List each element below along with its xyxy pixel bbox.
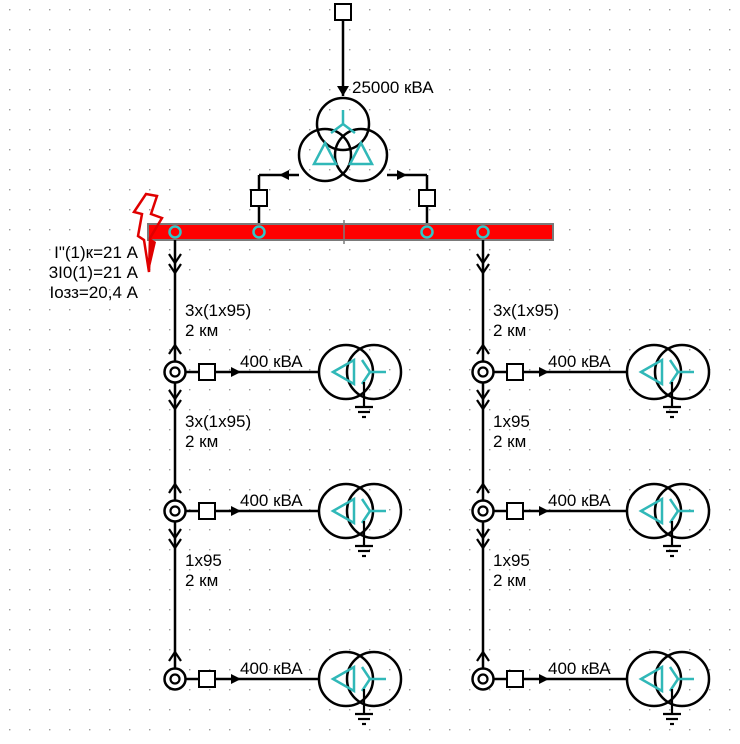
load-power-label: 400 кВА — [240, 659, 303, 678]
arrow-down-icon — [476, 253, 490, 265]
breaker-square-icon[interactable] — [506, 670, 524, 688]
arrow-down-icon — [168, 399, 182, 411]
ground-icon — [663, 382, 681, 419]
fault-current-line-2: 3I0(1)=21 А — [49, 263, 139, 282]
transformer-icon[interactable] — [625, 650, 711, 708]
node-ring-icon[interactable] — [163, 667, 187, 691]
breaker-square-icon[interactable] — [198, 363, 216, 381]
node-ring-icon[interactable] — [471, 360, 495, 384]
cable-type-label: 3х(1х95) — [185, 301, 251, 320]
bus-node-1[interactable] — [168, 225, 182, 239]
load-power-label: 400 кВА — [548, 491, 611, 510]
substation-node[interactable]: 400 кВА — [163, 343, 403, 419]
ground-icon — [663, 689, 681, 726]
busbar[interactable] — [147, 220, 554, 244]
cable-type-label: 1х95 — [493, 551, 530, 570]
transformer-icon[interactable] — [625, 482, 711, 540]
cable-type-label: 1х95 — [493, 412, 530, 431]
cable-section[interactable]: 3х(1х95)2 км — [476, 240, 559, 361]
arrow-up-icon — [476, 343, 490, 355]
lightning-bolt-icon — [131, 192, 164, 273]
arrow-down-icon — [476, 389, 490, 401]
node-ring-icon[interactable] — [163, 360, 187, 384]
breaker-square-icon[interactable] — [506, 363, 524, 381]
load-power-label: 400 кВА — [240, 352, 303, 371]
bus-node-4[interactable] — [476, 225, 490, 239]
breaker-square-icon[interactable] — [198, 670, 216, 688]
arrow-down-icon — [168, 528, 182, 540]
ground-icon — [355, 689, 373, 726]
source-supply — [334, 3, 352, 96]
arrow-down-icon — [168, 389, 182, 401]
cable-length-label: 2 км — [185, 432, 218, 451]
load-power-label: 400 кВА — [548, 659, 611, 678]
breaker-square-icon[interactable] — [506, 502, 524, 520]
arrow-up-icon — [168, 650, 182, 662]
ground-icon — [355, 521, 373, 558]
node-ring-icon[interactable] — [471, 499, 495, 523]
transformer-secondary-leads — [250, 170, 436, 230]
cable-type-label: 1х95 — [185, 551, 222, 570]
node-ring-icon[interactable] — [471, 667, 495, 691]
secondary-breaker-left-icon[interactable] — [250, 189, 268, 207]
fault-current-line-1: I"(1)к=21 А — [54, 243, 139, 262]
load-power-label: 400 кВА — [240, 491, 303, 510]
source-power-label: 25000 кВА — [352, 78, 434, 97]
source-breaker-icon[interactable] — [334, 3, 352, 21]
arrow-down-icon — [168, 253, 182, 265]
cable-length-label: 2 км — [493, 571, 526, 590]
cable-length-label: 2 км — [185, 571, 218, 590]
breaker-square-icon[interactable] — [198, 502, 216, 520]
substation-node[interactable]: 400 кВА — [163, 482, 403, 558]
cable-type-label: 3х(1х95) — [185, 412, 251, 431]
substation-node[interactable]: 400 кВА — [471, 482, 711, 558]
transformer-icon[interactable] — [625, 343, 711, 401]
cable-length-label: 2 км — [185, 321, 218, 340]
substation-node[interactable]: 400 кВА — [471, 343, 711, 419]
cable-type-label: 3х(1х95) — [493, 301, 559, 320]
bus-node-2[interactable] — [252, 225, 266, 239]
fault-current-line-3: Iозз=20,4 А — [50, 283, 139, 302]
arrow-down-icon — [476, 399, 490, 411]
cable-section[interactable]: 3х(1х95)2 км — [168, 383, 251, 500]
arrow-up-icon — [476, 482, 490, 494]
cable-section[interactable]: 3х(1х95)2 км — [168, 240, 251, 361]
arrow-up-icon — [168, 482, 182, 494]
cable-length-label: 2 км — [493, 432, 526, 451]
three-winding-transformer-icon[interactable] — [297, 96, 389, 183]
secondary-breaker-right-icon[interactable] — [418, 189, 436, 207]
transformer-icon[interactable] — [317, 482, 403, 540]
substation-node[interactable]: 400 кВА — [163, 650, 403, 726]
arrow-down-icon — [476, 538, 490, 550]
arrow-down-icon — [476, 528, 490, 540]
ground-icon — [663, 521, 681, 558]
transformer-icon[interactable] — [317, 343, 403, 401]
load-power-label: 400 кВА — [548, 352, 611, 371]
substation-node[interactable]: 400 кВА — [471, 650, 711, 726]
node-ring-icon[interactable] — [163, 499, 187, 523]
arrow-up-icon — [476, 650, 490, 662]
arrow-up-icon — [168, 343, 182, 355]
arrow-down-icon — [476, 263, 490, 275]
cable-length-label: 2 км — [493, 321, 526, 340]
arrow-down-icon — [168, 538, 182, 550]
arrow-down-icon — [168, 263, 182, 275]
ground-icon — [355, 382, 373, 419]
bus-node-3[interactable] — [420, 225, 434, 239]
transformer-icon[interactable] — [317, 650, 403, 708]
